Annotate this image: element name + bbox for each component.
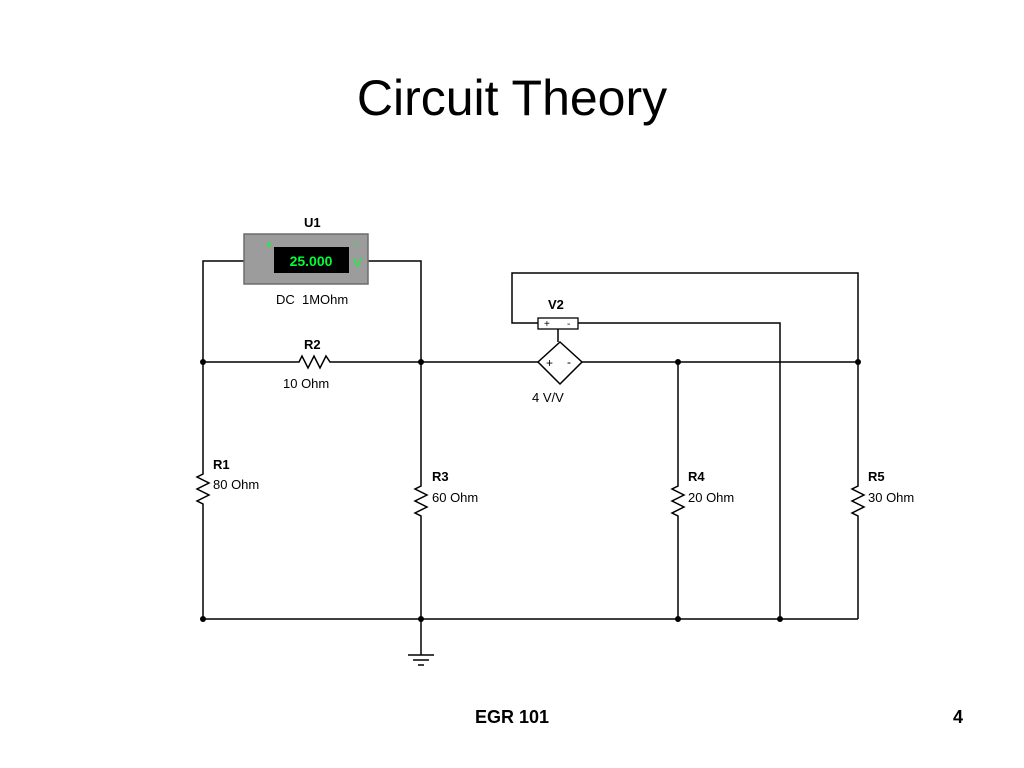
junction-dot xyxy=(675,616,681,622)
junction-dot xyxy=(200,616,206,622)
diamond-source-symbol xyxy=(536,340,584,386)
resistor-r5: R5 30 Ohm xyxy=(850,469,914,519)
control-minus-sign: - xyxy=(567,319,570,330)
control-port xyxy=(537,317,579,330)
resistor-name: R1 xyxy=(213,457,230,472)
junction-dot xyxy=(200,359,206,365)
resistor-name: R4 xyxy=(688,469,705,484)
resistor-symbol xyxy=(195,471,211,507)
resistor-name: R5 xyxy=(868,469,885,484)
junction-dot xyxy=(855,359,861,365)
wire-meter-left xyxy=(202,260,244,362)
resistor-value: 30 Ohm xyxy=(868,490,914,505)
meter-unit: V xyxy=(353,255,362,270)
meter-display xyxy=(274,247,349,273)
junction-dot xyxy=(675,359,681,365)
page-number: 4 xyxy=(952,707,963,727)
slide-title: Circuit Theory xyxy=(356,70,668,126)
resistor-r1: R1 80 Ohm xyxy=(195,457,259,507)
dependent-source-v2: V2 + - + - 4 V/V xyxy=(532,297,584,405)
meter-name: U1 xyxy=(304,215,321,230)
junction-dot xyxy=(777,616,783,622)
wire-sense-plus xyxy=(511,272,859,362)
control-plus-sign: + xyxy=(544,319,550,330)
source-minus-sign: - xyxy=(567,355,571,369)
meter-minus-sign: - xyxy=(355,239,358,250)
junction-dot xyxy=(418,359,424,365)
resistor-symbol xyxy=(670,483,686,519)
resistor-value: 80 Ohm xyxy=(213,477,259,492)
ground-symbol xyxy=(408,654,434,666)
circuit-wires xyxy=(202,260,859,655)
source-plus-sign: + xyxy=(546,356,553,370)
wire-meter-right xyxy=(368,260,422,362)
resistor-symbol xyxy=(295,354,335,370)
resistor-r4: R4 20 Ohm xyxy=(670,469,734,519)
meter-settings: DC 1MOhm xyxy=(276,292,348,307)
source-name: V2 xyxy=(548,297,564,312)
resistor-symbol xyxy=(413,483,429,519)
resistor-value: 20 Ohm xyxy=(688,490,734,505)
resistor-symbol xyxy=(850,483,866,519)
meter-plus-sign: + xyxy=(266,240,272,251)
resistor-name: R2 xyxy=(304,337,321,352)
resistor-r3: R3 60 Ohm xyxy=(413,469,478,519)
meter-reading: 25.000 xyxy=(290,253,333,269)
footer-course: EGR 101 xyxy=(474,707,550,727)
wire-sense-minus xyxy=(578,322,781,619)
resistor-value: 10 Ohm xyxy=(283,376,329,391)
voltmeter-u1: U1 25.000 V + - DC 1MOhm xyxy=(243,215,369,307)
resistor-r2: R2 10 Ohm xyxy=(283,337,335,391)
junction-dots xyxy=(200,359,861,622)
resistor-name: R3 xyxy=(432,469,449,484)
source-gain: 4 V/V xyxy=(532,390,564,405)
junction-dot xyxy=(418,616,424,622)
resistor-value: 60 Ohm xyxy=(432,490,478,505)
